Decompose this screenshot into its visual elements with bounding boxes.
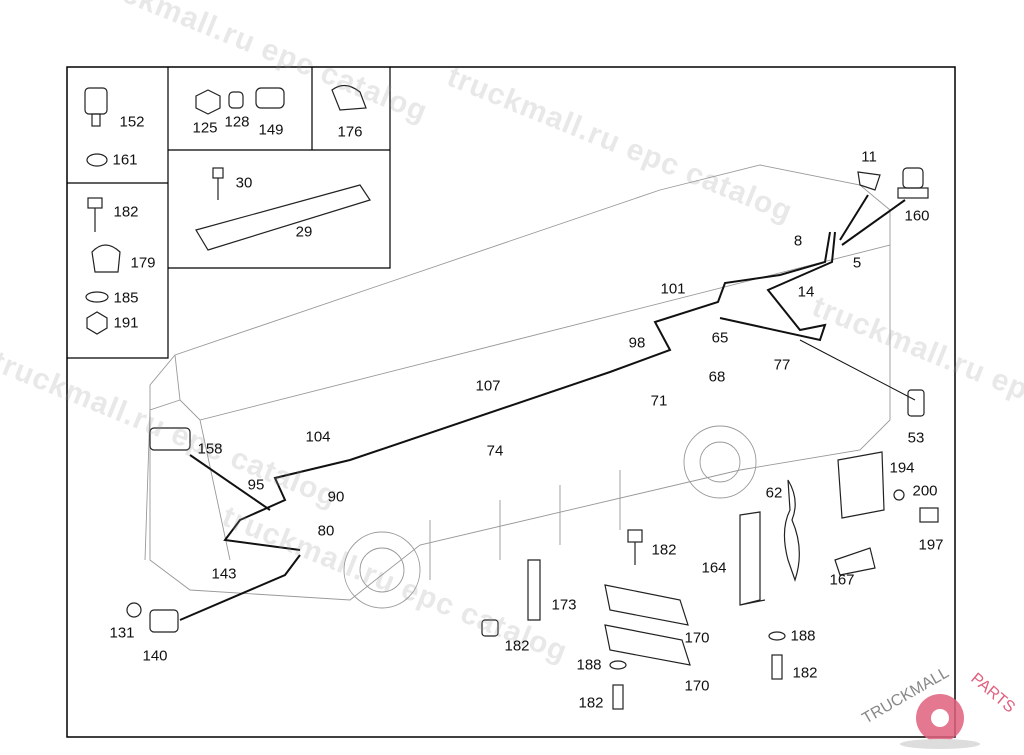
callout-label: 8 [793,232,803,250]
callout-label: 98 [628,334,646,352]
callout-label: 104 [305,428,331,446]
callout-label: 29 [295,223,313,241]
callout-label: 170 [684,629,710,647]
callout-label: 182 [113,203,139,221]
callout-label: 173 [551,596,577,614]
callout-label: 107 [475,377,501,395]
callout-label: 182 [504,637,530,655]
callout-label: 80 [317,522,335,540]
callout-label: 140 [142,647,168,665]
callout-label: 185 [113,289,139,307]
inset-panels [67,67,391,359]
callout-label: 74 [486,442,504,460]
callout-label: 14 [797,283,815,301]
callout-label: 90 [327,488,345,506]
callout-label: 77 [773,356,791,374]
callout-label: 197 [918,536,944,554]
callout-label: 125 [192,119,218,137]
air-pipe [179,194,916,621]
callout-label: 53 [907,429,925,447]
callout-label: 11 [861,148,877,166]
callout-label: 68 [708,368,726,386]
callout-label: 191 [113,314,139,332]
callout-label: 143 [211,565,237,583]
callout-label: 170 [684,677,710,695]
vehicle-outline [144,164,891,609]
callout-label: 158 [197,440,223,458]
callout-label: 179 [130,254,156,272]
callout-label: 161 [112,151,138,169]
callout-label: 149 [258,121,284,139]
callout-label: 200 [912,482,938,500]
svg-text:PARTS: PARTS [967,670,1018,716]
callout-label: 62 [765,484,783,502]
callout-label: 152 [119,113,145,131]
callout-label: 30 [235,174,253,192]
callout-label: 131 [109,624,135,642]
callout-label: 101 [660,280,686,298]
callout-label: 160 [904,207,930,225]
callout-label: 5 [852,254,862,272]
callout-label: 182 [578,694,604,712]
truckmall-logo: TRUCKMALL PARTS [860,650,1024,750]
callout-label: 188 [790,627,816,645]
callout-label: 182 [651,541,677,559]
callout-label: 188 [576,656,602,674]
callout-label: 164 [701,559,727,577]
callout-label: 182 [792,664,818,682]
callout-label: 194 [889,459,915,477]
callout-label: 167 [829,571,855,589]
callout-label: 71 [650,392,668,410]
callout-label: 176 [337,123,363,141]
callout-label: 65 [711,329,729,347]
callout-label: 128 [224,113,250,131]
callout-label: 95 [247,476,265,494]
diagram-frame [66,66,956,738]
part-drawings [84,84,939,710]
